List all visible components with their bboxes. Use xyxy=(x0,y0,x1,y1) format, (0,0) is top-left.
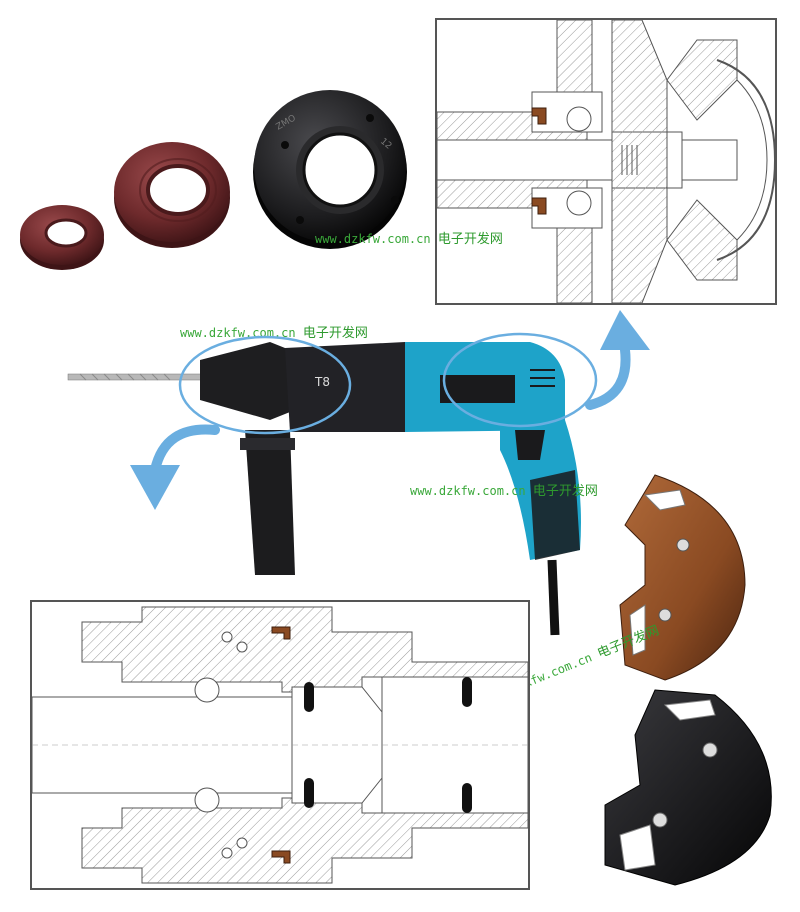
watermark-site-name: 电子开发网 xyxy=(302,326,368,341)
watermark-middle: www.dzkfw.com.cn 电子开发网 xyxy=(410,480,598,499)
large-black-oil-seal: ZMO 12 xyxy=(253,90,407,249)
rotary-hammer-drill: T8 xyxy=(60,320,650,640)
chuck-bottom-seal xyxy=(271,850,291,864)
drill-side-handle xyxy=(245,430,295,575)
oil-seals-illustration: ZMO 12 xyxy=(20,90,407,270)
watermark-url: www.dzkfw.com.cn xyxy=(315,232,431,246)
oil-seals-group: ZMO 12 xyxy=(10,90,420,290)
chuck-seal-cross-section xyxy=(30,600,530,890)
watermark-site-name: 电子开发网 xyxy=(437,232,503,247)
drill-trigger xyxy=(515,430,545,460)
drill-vent-panel xyxy=(440,375,515,403)
black-seal-section-3d xyxy=(595,685,785,890)
top-seal-lip xyxy=(531,107,547,125)
drill-bit xyxy=(67,373,209,381)
arrow-up-right xyxy=(585,305,665,415)
watermark-url: www.dzkfw.com.cn xyxy=(410,484,526,498)
medium-red-oil-seal xyxy=(114,142,230,248)
arrow-down-left xyxy=(110,420,220,520)
chuck-top-seal xyxy=(271,626,291,640)
gearbox-seal-highlight xyxy=(442,332,598,428)
drill-black-body xyxy=(285,342,405,432)
drill-power-cable xyxy=(547,559,560,636)
drill-chuck xyxy=(200,342,295,420)
bottom-seal-lip xyxy=(531,197,547,215)
watermark-site-name: 电子开发网 xyxy=(532,484,598,499)
drill-model-label: T8 xyxy=(314,375,330,389)
watermark-top: www.dzkfw.com.cn 电子开发网 xyxy=(315,228,503,247)
small-red-oil-seal xyxy=(20,205,104,270)
brown-seal-section-3d xyxy=(605,465,750,685)
gearbox-seal-cross-section xyxy=(435,18,777,305)
chuck-seal-highlight xyxy=(178,335,352,435)
